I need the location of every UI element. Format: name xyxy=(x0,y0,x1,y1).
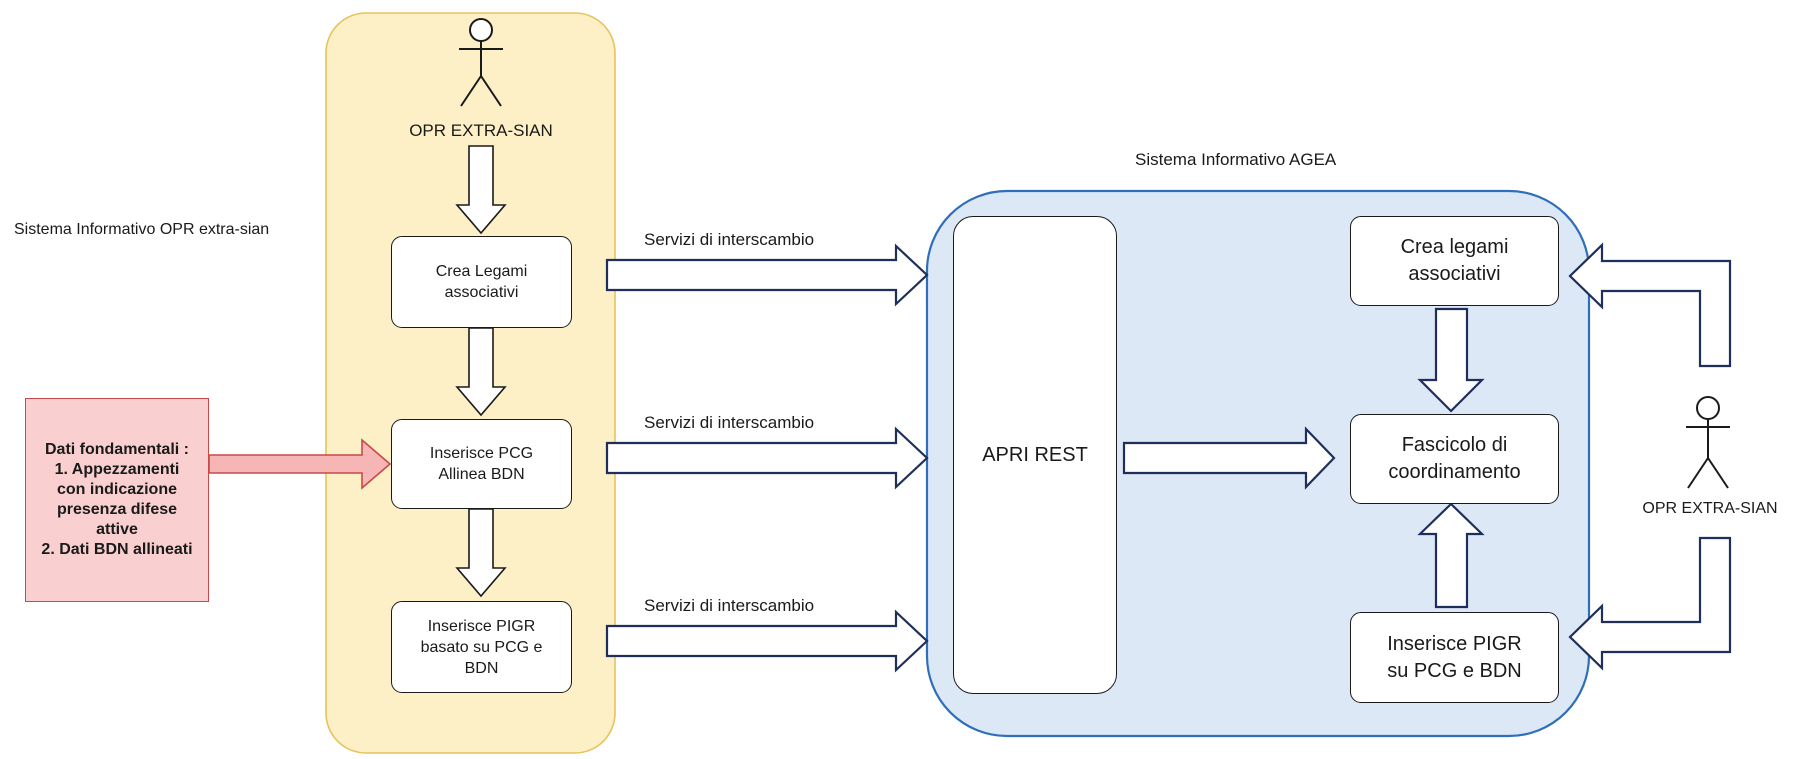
box-crea-legami-text: Crea Legami associativi xyxy=(435,263,528,301)
input-data-box: Dati fondamentali : 1. Appezzamenti con … xyxy=(25,398,209,602)
arrow-actor-to-crea-legami xyxy=(455,145,507,235)
box-crea-legami-agea-text: Crea legami associativi xyxy=(1400,236,1509,285)
input-data-text: Dati fondamentali : 1. Appezzamenti con … xyxy=(41,441,193,558)
box-inserisce-pigr-left: Inserisce PIGR basato su PCG e BDN xyxy=(391,601,572,693)
actor-right-icon xyxy=(1686,396,1730,489)
agea-system-label: Sistema Informativo AGEA xyxy=(1135,150,1337,169)
arrow-actor-to-pigr xyxy=(1568,536,1732,671)
arrow-rest-to-fascicolo xyxy=(1122,426,1336,490)
box-inserisce-pcg-text: Inserisce PCG Allinea BDN xyxy=(429,445,534,483)
arrow-actor-to-legami xyxy=(1568,242,1732,368)
arrow-crea-legami-to-pcg xyxy=(455,327,507,417)
exchange-label-3: Servizi di interscambio xyxy=(644,596,815,615)
box-apri-rest-text: APRI REST xyxy=(982,443,1088,466)
box-fascicolo: Fascicolo di coordinamento xyxy=(1350,414,1559,504)
exchange-label-1: Servizi di interscambio xyxy=(644,230,815,249)
box-crea-legami: Crea Legami associativi xyxy=(391,236,572,328)
box-inserisce-pigr-agea-text: Inserisce PIGR su PCG e BDN xyxy=(1387,632,1522,682)
box-apri-rest: APRI REST xyxy=(953,216,1117,694)
arrow-pcg-to-pigr xyxy=(455,508,507,598)
box-inserisce-pigr-left-text: Inserisce PIGR basato su PCG e BDN xyxy=(420,617,543,677)
box-inserisce-pigr-agea: Inserisce PIGR su PCG e BDN xyxy=(1350,612,1559,703)
input-data-arrow xyxy=(208,438,392,490)
exchange-arrow-3 xyxy=(605,609,929,673)
opr-system-label: Sistema Informativo OPR extra-sian xyxy=(14,221,270,238)
arrow-legami-to-fascicolo xyxy=(1417,307,1485,413)
actor-left-icon xyxy=(459,18,503,107)
actor-left-label: OPR EXTRA-SIAN xyxy=(409,121,553,140)
actor-right-label: OPR EXTRA-SIAN xyxy=(1642,500,1778,517)
exchange-arrow-1 xyxy=(605,243,929,307)
exchange-arrow-2 xyxy=(605,426,929,490)
box-fascicolo-text: Fascicolo di coordinamento xyxy=(1388,434,1521,483)
exchange-label-2: Servizi di interscambio xyxy=(644,413,815,432)
arrow-pigr-to-fascicolo xyxy=(1417,502,1485,609)
box-inserisce-pcg: Inserisce PCG Allinea BDN xyxy=(391,419,572,509)
box-crea-legami-agea: Crea legami associativi xyxy=(1350,216,1559,306)
